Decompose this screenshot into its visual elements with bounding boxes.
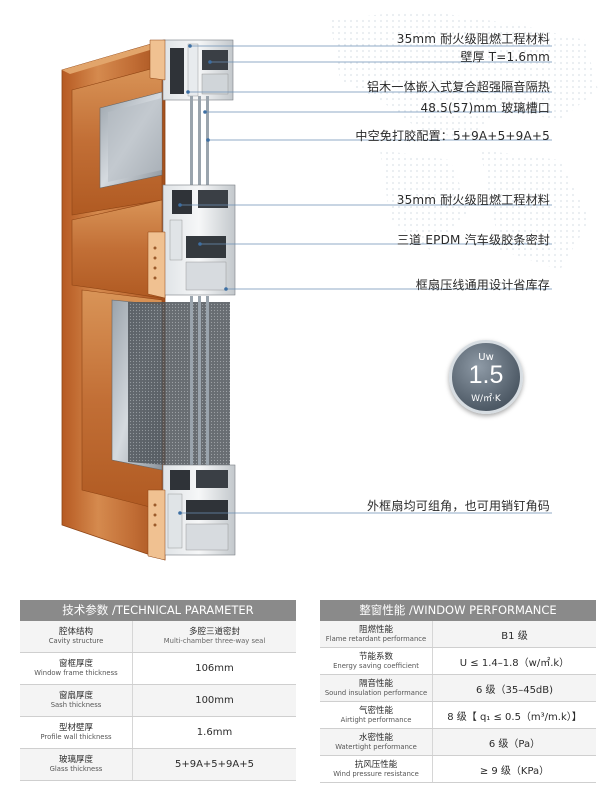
row-label-cn: 隔音性能 bbox=[358, 678, 393, 689]
row-label-en: Watertight performance bbox=[335, 742, 417, 751]
row-label-en: Airtight performance bbox=[340, 715, 412, 724]
row-value: 5+9A+5+9A+5 bbox=[174, 759, 254, 770]
performance-table-header: 整窗性能 /WINDOW PERFORMANCE bbox=[320, 600, 596, 621]
callout-glass-config: 中空免打胶配置：5+9A+5+9A+5 bbox=[355, 129, 550, 143]
callout-corner-assembly: 外框扇均可组角，也可用销钉角码 bbox=[366, 499, 550, 513]
row-label-en: Flame retardant performance bbox=[325, 634, 427, 643]
row-value: 6 级（35–45dB) bbox=[475, 684, 554, 696]
row-value: B1 级 bbox=[501, 630, 528, 642]
row-label-cn: 型材壁厚 bbox=[58, 723, 93, 733]
badge-value: 1.5 bbox=[468, 361, 504, 389]
row-label-en: Window frame thickness bbox=[34, 669, 118, 677]
badge-label: Uw bbox=[478, 352, 494, 363]
row-value-en: Multi-chamber three-way seal bbox=[163, 637, 266, 645]
callout-glass-slot: 48.5(57)mm 玻璃槽口 bbox=[420, 101, 550, 115]
row-label-cn: 气密性能 bbox=[358, 705, 393, 716]
row-value: ≥ 9 级（KPa） bbox=[479, 765, 550, 777]
callout-fire-material: 35mm 耐火级阻燃工程材料 bbox=[396, 32, 550, 46]
row-value: 100mm bbox=[195, 695, 234, 706]
row-label-cn: 节能系数 bbox=[358, 651, 393, 662]
callout-epdm-seal: 三道 EPDM 汽车级胶条密封 bbox=[396, 233, 550, 247]
row-label-cn: 窗框厚度 bbox=[58, 659, 93, 669]
row-label-cn: 阻燃性能 bbox=[358, 624, 393, 635]
technical-table-header: 技术参数 /TECHNICAL PARAMETER bbox=[20, 600, 296, 621]
row-label-cn: 腔体结构 bbox=[58, 627, 93, 637]
row-value: 1.6mm bbox=[196, 727, 233, 738]
callout-insulation: 铝木一体嵌入式复合超强隔音隔热 bbox=[366, 80, 550, 94]
row-label-en: Profile wall thickness bbox=[40, 733, 112, 741]
row-value: 多腔三道密封 bbox=[188, 627, 240, 637]
row-label-cn: 玻璃厚度 bbox=[58, 755, 93, 765]
badge-unit: W/㎡·K bbox=[471, 394, 501, 404]
callout-fire-material-2: 35mm 耐火级阻燃工程材料 bbox=[396, 193, 550, 207]
row-label-en: Energy saving coefficient bbox=[333, 661, 419, 670]
row-label-cn: 抗风压性能 bbox=[354, 759, 398, 770]
row-label-cn: 水密性能 bbox=[358, 732, 393, 743]
row-label-cn: 窗扇厚度 bbox=[58, 691, 93, 701]
row-value: U ≤ 1.4–1.8（w/㎡.k） bbox=[459, 657, 570, 669]
row-label-en: Wind pressure resistance bbox=[333, 769, 419, 778]
window-section-drawing bbox=[61, 39, 552, 561]
uw-value-badge: Uw 1.5 W/㎡·K bbox=[449, 340, 523, 414]
row-label-en: Glass thickness bbox=[49, 765, 103, 773]
row-label-en: Sound insulation performance bbox=[324, 688, 428, 697]
row-value: 6 级（Pa） bbox=[488, 738, 541, 750]
row-label-en: Sash thickness bbox=[50, 701, 102, 709]
row-label-en: Cavity structure bbox=[48, 637, 104, 645]
callout-wall-thickness: 壁厚 T=1.6mm bbox=[460, 50, 550, 64]
callout-universal-design: 框扇压线通用设计省库存 bbox=[415, 278, 550, 292]
row-value: 8 级【 q₁ ≤ 0.5（m³/m.k）】 bbox=[447, 711, 582, 723]
world-map-background bbox=[330, 10, 598, 270]
row-value: 106mm bbox=[195, 663, 234, 674]
